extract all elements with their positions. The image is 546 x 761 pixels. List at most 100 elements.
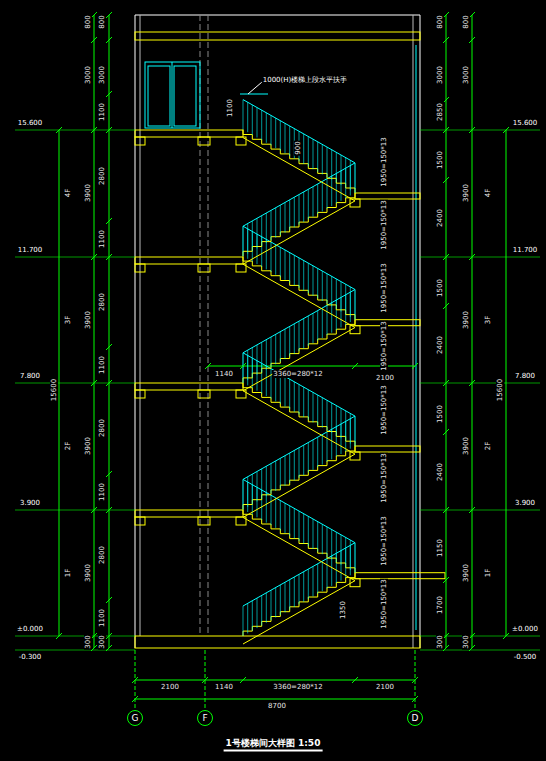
drawing-line — [313, 519, 314, 549]
drawing-line — [299, 385, 300, 415]
dimension-text: 2F — [64, 441, 72, 451]
drawing-line — [331, 403, 332, 433]
drawing-line — [243, 479, 244, 509]
dimension-text: 800 — [462, 14, 470, 29]
drawing-line — [420, 130, 540, 131]
drawing-line — [352, 363, 358, 369]
slab-outline — [135, 257, 243, 264]
drawing-line — [308, 263, 309, 293]
drawing-line — [271, 495, 272, 525]
drawing-line — [15, 636, 135, 637]
drawing-line — [257, 218, 258, 248]
dimension-text: 3000 — [436, 65, 444, 85]
drawing-line — [303, 514, 304, 544]
drawing-line — [443, 37, 449, 43]
dimension-text: 1950=150*13 — [380, 384, 388, 435]
drawing-line — [322, 308, 323, 338]
drawing-line — [106, 91, 112, 97]
drawing-line — [289, 506, 290, 536]
drawing-line — [266, 113, 267, 143]
drawing-line — [280, 332, 281, 362]
drawing-line — [285, 582, 286, 612]
slab-outline — [135, 636, 420, 648]
dimension-text: 1500 — [436, 150, 444, 170]
drawing-line — [261, 469, 262, 499]
dimension-text: 3900 — [84, 436, 92, 456]
drawing-line — [285, 203, 286, 233]
dimension-text: 1350 — [339, 600, 347, 620]
dimension-text: 300 — [98, 634, 106, 649]
drawing-line — [266, 366, 267, 396]
drawing-line — [420, 257, 540, 258]
drawing-line — [331, 150, 332, 180]
drawing-line — [247, 477, 248, 507]
dimension-text: 300 — [84, 634, 92, 649]
drawing-line — [303, 387, 304, 417]
drawing-line — [317, 395, 318, 425]
drawing-line — [266, 593, 267, 623]
drawing-line — [240, 677, 246, 683]
drawing-line — [261, 216, 262, 246]
annotation-text: ±0.000 — [16, 625, 44, 633]
drawing-line — [443, 429, 449, 435]
drawing-line — [446, 15, 447, 648]
dimension-text: 800 — [436, 14, 444, 29]
drawing-line — [294, 450, 295, 480]
drawing-line — [285, 377, 286, 407]
drawing-line — [285, 503, 286, 533]
drawing-line — [308, 137, 309, 167]
dimension-text: 1100 — [98, 355, 106, 375]
drawing-line — [294, 255, 295, 285]
drawing-line — [317, 268, 318, 298]
dimension-text: 3900 — [84, 310, 92, 330]
dimension-text: 2800 — [98, 166, 106, 186]
dimension-text: 2800 — [98, 545, 106, 565]
dimension-text: 2F — [484, 441, 492, 451]
drawing-line — [322, 271, 323, 301]
drawing-line — [322, 524, 323, 554]
drawing-line — [289, 453, 290, 483]
dimension-text: 15600 — [496, 378, 504, 402]
drawing-line — [412, 696, 418, 702]
drawing-line — [106, 218, 112, 224]
drawing-line — [294, 508, 295, 538]
drawing-line — [289, 200, 290, 230]
drawing-line — [289, 580, 290, 610]
drawing-line — [331, 429, 332, 459]
drawing-line — [271, 242, 272, 272]
drawing-line — [243, 479, 355, 542]
drawing-line — [275, 461, 276, 491]
drawing-line — [243, 543, 355, 606]
drawing-line — [322, 398, 323, 428]
drawing-line — [275, 498, 276, 528]
drawing-line — [303, 192, 304, 222]
drawing-line — [285, 329, 286, 359]
slab-outline — [135, 32, 420, 40]
drawing-line — [271, 337, 272, 367]
drawing-line — [106, 597, 112, 603]
drawing-line — [327, 274, 328, 304]
drawing-line — [275, 334, 276, 364]
stair-flight — [243, 509, 355, 572]
dimension-text: 1950=150*13 — [380, 199, 388, 250]
axis-bubble: G — [127, 710, 143, 726]
drawing-line — [243, 353, 355, 416]
drawing-line — [420, 383, 540, 384]
drawing-line — [303, 261, 304, 291]
annotation-text: 1140 — [214, 683, 234, 691]
drawing-line — [252, 348, 253, 378]
dimension-text: 800 — [84, 14, 92, 29]
drawing-line — [261, 596, 262, 626]
drawing-line — [331, 276, 332, 306]
drawing-line — [252, 105, 253, 135]
drawing-line — [299, 574, 300, 604]
drawing-line — [308, 316, 309, 346]
drawing-line — [420, 510, 540, 511]
drawing-line — [285, 456, 286, 486]
annotation-text: 2100 — [160, 683, 180, 691]
dimension-text: 2850 — [436, 102, 444, 122]
drawing-line — [331, 530, 332, 560]
drawing-line — [355, 290, 356, 320]
drawing-line — [91, 37, 97, 43]
drawing-line — [15, 650, 135, 651]
